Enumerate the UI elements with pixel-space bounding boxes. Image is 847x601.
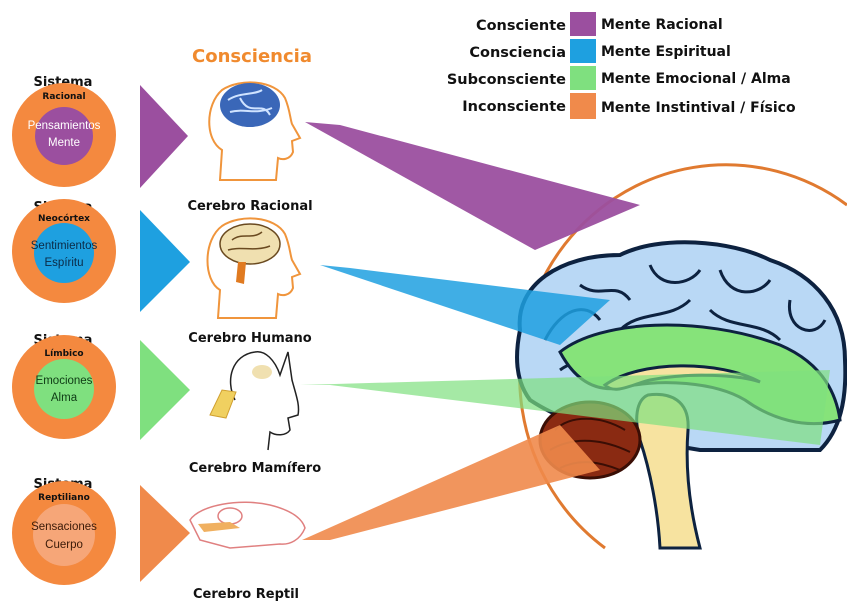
row-rational: Sistema Racional Pensamientos Mente Cere…	[12, 75, 313, 214]
system-inner-circle	[34, 359, 94, 419]
legend-swatch-orange	[570, 93, 596, 119]
arrow-rational	[140, 85, 188, 188]
system-line1: Pensamientos	[28, 120, 101, 132]
head-human-icon	[207, 218, 300, 318]
head-rational-icon	[209, 82, 300, 180]
arrow-neocortex	[140, 210, 190, 312]
system-inner-circle	[35, 107, 93, 165]
system-line1: Sensaciones	[31, 521, 97, 533]
brain-label: Cerebro Mamífero	[189, 461, 321, 476]
system-sub: Reptiliano	[38, 493, 90, 503]
head-reptile-icon	[190, 502, 305, 548]
legend-mind-spiritual: Mente Espiritual	[601, 44, 731, 60]
legend-state-conscious: Consciente	[476, 18, 566, 34]
row-reptilian: Sistema Reptiliano Sensaciones Cuerpo Ce…	[12, 477, 305, 601]
system-line1: Sentimientos	[31, 240, 98, 252]
system-line2: Espíritu	[45, 257, 84, 269]
system-line1: Emociones	[36, 375, 93, 387]
system-inner-circle	[33, 504, 95, 566]
row-neocortex: Sistema Neocórtex Sentimientos Espíritu …	[12, 199, 312, 346]
system-line2: Alma	[51, 392, 78, 404]
system-line2: Cuerpo	[45, 539, 83, 551]
legend-mind-rational: Mente Racional	[601, 17, 723, 33]
brain-label: Cerebro Reptil	[193, 587, 299, 601]
legend-swatch-purple	[570, 12, 596, 36]
beam-rational	[305, 122, 640, 250]
legend-state-unconscious: Inconsciente	[462, 99, 566, 115]
legend-mind-emotional: Mente Emocional / Alma	[601, 71, 791, 87]
system-line2: Mente	[48, 137, 80, 149]
brain-label: Cerebro Humano	[188, 331, 311, 346]
legend-swatch-blue	[570, 39, 596, 63]
head-mammal-icon	[210, 352, 299, 450]
brain-label: Cerebro Racional	[187, 199, 312, 214]
system-inner-circle	[34, 223, 94, 283]
beam-reptile	[302, 425, 600, 540]
legend-state-subconscious: Subconsciente	[447, 72, 566, 88]
legend-swatch-green	[570, 66, 596, 90]
diagram-title: Consciencia	[192, 46, 312, 67]
legend: Consciente Mente Racional Consciencia Me…	[447, 12, 796, 119]
system-sub: Racional	[42, 92, 85, 102]
legend-state-consciousness: Consciencia	[469, 45, 566, 61]
system-sub: Neocórtex	[38, 213, 90, 224]
row-limbic: Sistema Límbico Emociones Alma Cerebro M…	[12, 333, 321, 476]
legend-mind-instinctive: Mente Instintival / Físico	[601, 100, 796, 116]
arrow-reptilian	[140, 485, 190, 582]
arrow-limbic	[140, 340, 190, 440]
system-sub: Límbico	[44, 349, 83, 359]
